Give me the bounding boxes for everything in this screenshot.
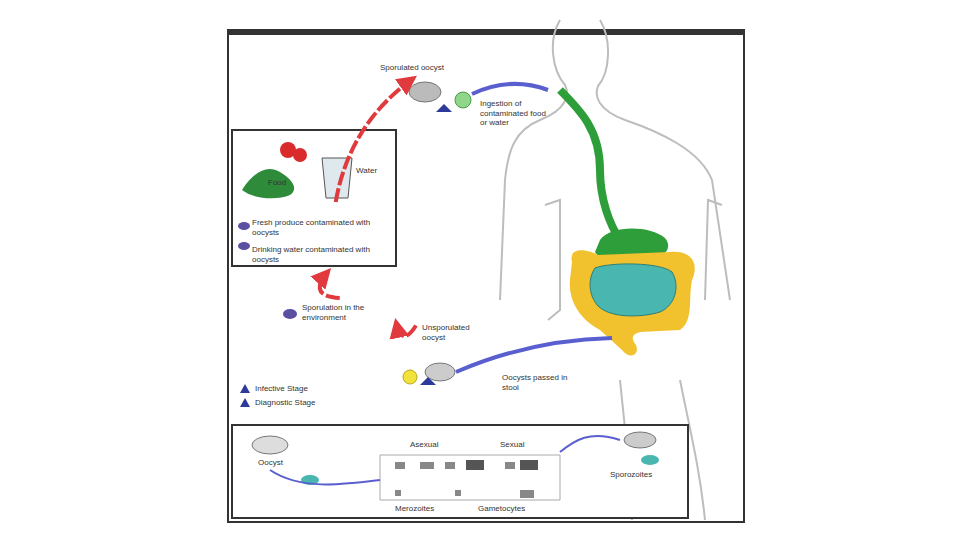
legend-text: Infective Stage	[255, 384, 308, 393]
stage-text-box: Fresh produce contaminated with oocystsD…	[236, 206, 392, 267]
infective-stage-marker	[455, 92, 471, 108]
stage-text-box: Oocysts passed in stool	[500, 372, 578, 394]
esophagus	[560, 90, 620, 240]
legend-triangle	[240, 384, 250, 393]
inset-frame	[232, 130, 396, 266]
legend-text: Diagnostic Stage	[255, 398, 315, 407]
stage-text: Ingestion of contaminated food or water	[480, 99, 554, 128]
sporulated-oocyst-figure	[409, 82, 441, 102]
stage-label: Oocyst	[258, 458, 283, 468]
sporozoite-figure	[624, 432, 656, 448]
stage-frame	[380, 455, 560, 500]
cycle-arrow	[396, 322, 416, 336]
stage-text: Fresh produce contaminated with oocysts	[252, 218, 390, 237]
step-badge	[641, 455, 659, 465]
raspberry	[293, 148, 307, 162]
legend-triangle	[240, 398, 250, 407]
frame-top-bar	[228, 29, 744, 35]
diagnostic-triangle	[420, 377, 436, 385]
stage-text: Oocysts passed in stool	[502, 373, 576, 392]
step-marker	[238, 242, 250, 250]
cycle-arrow	[336, 78, 414, 202]
stage-label: Asexual	[410, 440, 438, 450]
stage-text: Sporulation in the environment	[302, 303, 390, 322]
host-stage-box	[232, 425, 688, 518]
stage-label: Merozoites	[395, 504, 434, 514]
diagnostic-stage-marker	[403, 370, 417, 384]
ingestion-arc	[472, 84, 548, 94]
stage-text-box: Sporulated oocyst	[378, 62, 462, 74]
stage-text: Unsporulated oocyst	[422, 323, 494, 342]
stage-label: Food	[268, 178, 286, 188]
cycle-arrow	[320, 271, 340, 298]
basil-leaf	[242, 169, 294, 198]
passage-arc	[456, 338, 612, 372]
outer-frame	[228, 30, 744, 522]
small-intestine	[590, 264, 676, 316]
stage-text-box: Unsporulated oocyst	[420, 322, 496, 344]
legend-triangle-shape	[240, 384, 250, 393]
stage-label: Gametocytes	[478, 504, 525, 514]
stage-text: Drinking water contaminated with oocysts	[252, 245, 390, 264]
step-marker	[238, 222, 250, 230]
stage-text-box: Ingestion of contaminated food or water	[478, 98, 556, 129]
oocyst-figure	[252, 436, 288, 454]
internal-arrow	[270, 470, 380, 484]
internal-arrow	[560, 436, 620, 452]
legend-row: Infective Stage	[240, 384, 308, 393]
stage-figures	[395, 460, 538, 498]
stage-label: Sexual	[500, 440, 524, 450]
legend-triangle-shape	[240, 398, 250, 407]
stage-text-box: Sporulation in the environment	[300, 302, 392, 324]
legend-row: Diagnostic Stage	[240, 398, 315, 407]
stage-label: Sporozoites	[610, 470, 652, 480]
unsporulated-oocyst-figure	[425, 363, 455, 381]
infective-triangle	[436, 104, 452, 112]
stage-text: Sporulated oocyst	[380, 63, 460, 73]
step-marker	[283, 309, 297, 319]
stage-label: Water	[356, 166, 377, 176]
